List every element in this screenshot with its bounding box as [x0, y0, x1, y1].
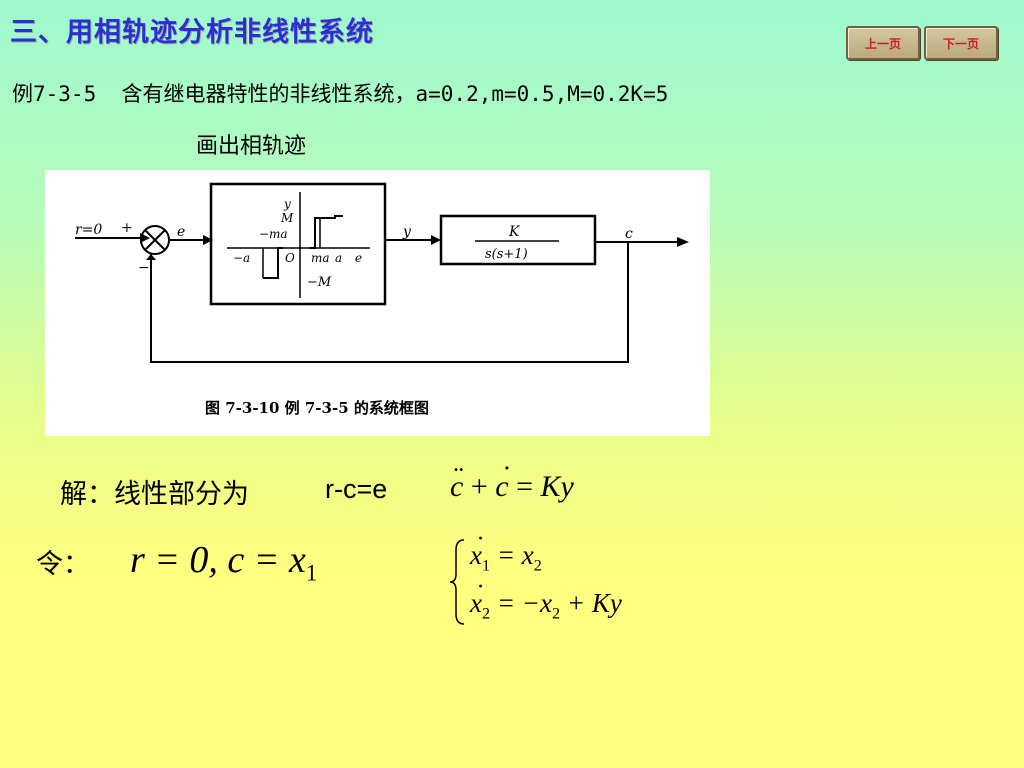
page-title: 三、用相轨迹分析非线性系统 [10, 17, 374, 48]
c-dot: c [495, 460, 512, 504]
diagram-caption: 图 7-3-10 例 7-3-5 的系统框图 [205, 399, 429, 417]
neg-ma-label: −ma [259, 227, 288, 241]
state-eq-2: x2 = −x2 + Ky [470, 579, 622, 623]
transfer-function-block [439, 214, 597, 266]
neg-a-label: −a [233, 251, 250, 265]
minus-sign: − [138, 260, 150, 276]
ode-equation: c + c = Ky [450, 460, 574, 504]
state-eq-1: x1 = x2 [470, 531, 542, 575]
e-axis-label: e [355, 251, 362, 265]
next-page-button[interactable]: 下一页 [924, 26, 998, 60]
example-subtask: 画出相轨迹 [196, 134, 307, 159]
ode-rhs: Ky [540, 470, 574, 503]
neg-M-label: −M [307, 275, 332, 290]
feedback-path [150, 242, 629, 363]
M-label: M [280, 211, 294, 225]
prev-page-button[interactable]: 上一页 [846, 26, 920, 60]
e-label: e [177, 224, 185, 240]
tf-numerator: K [508, 224, 521, 240]
ma-label: ma [311, 251, 330, 265]
input-label: r=0 [75, 222, 102, 238]
y-label: y [402, 224, 412, 240]
origin-label: O [285, 251, 295, 265]
example-statement: 例7-3-5 含有继电器特性的非线性系统，a=0.2,m=0.5,M=0.2K=… [12, 82, 669, 106]
a-label: a [335, 251, 342, 265]
nav-buttons: 上一页 下一页 [846, 26, 998, 60]
tf-denominator: s(s+1) [485, 247, 528, 262]
c-ddot: c [450, 461, 464, 504]
block-diagram: r=0 + − e y M −ma −a O ma a e −M [45, 170, 710, 436]
relay-block [209, 182, 387, 306]
error-equation: r-c=e [325, 474, 388, 504]
plus-sign: + [121, 220, 133, 236]
let-label: 令： [36, 549, 90, 580]
substitution-equation: r = 0, c = x1 [130, 539, 318, 586]
state-equations: x1 = x2 x2 = −x2 + Ky [448, 531, 668, 628]
y-axis-label: y [283, 197, 291, 211]
solution-prefix: 解：线性部分为 [60, 479, 249, 510]
c-label: c [625, 226, 633, 242]
